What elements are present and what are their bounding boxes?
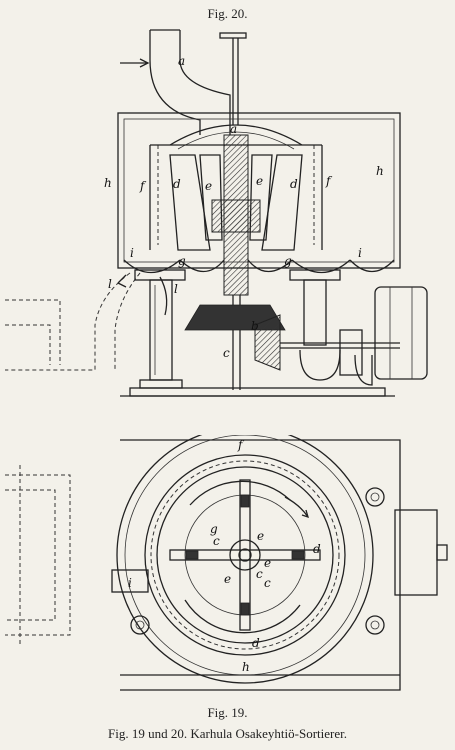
letter-e-left: e — [205, 179, 212, 193]
letter-g-right: g — [284, 254, 292, 268]
letter-g: g — [210, 522, 218, 536]
letter-i: i — [128, 576, 132, 590]
letter-e-left: e — [224, 572, 231, 586]
letter-c-lower-2: c — [264, 576, 271, 590]
letter-e-mid: e — [264, 556, 271, 570]
figure-20-drawing: a a f f h h d d e e i i g g b c l l — [5, 29, 428, 397]
letter-f-left: f — [139, 179, 147, 193]
letter-i-left: i — [130, 246, 134, 260]
letter-i-right: i — [358, 246, 362, 260]
letter-e-right: e — [256, 174, 263, 188]
figure-caption: Fig. 19 und 20. Karhula Osakeyhtiö-Sorti… — [107, 726, 347, 741]
figure-19-drawing: f g c e d e c c e i d h — [5, 435, 448, 691]
letter-c-left: c — [213, 534, 220, 548]
letter-h-left: h — [104, 176, 112, 190]
letter-e-top: e — [257, 529, 264, 543]
letter-d-right: d — [290, 177, 298, 191]
letter-c: c — [223, 346, 230, 360]
letter-f-right: f — [325, 174, 333, 188]
letter-c-lower: c — [256, 567, 263, 581]
letter-a-inlet: a — [178, 54, 185, 68]
letter-f: f — [237, 438, 245, 452]
figure-19-label: Fig. 19. — [207, 705, 248, 720]
letter-d-right: d — [313, 542, 321, 556]
letter-l-left: l — [108, 277, 112, 291]
letter-b: b — [251, 319, 259, 333]
letter-h: h — [242, 660, 250, 674]
letter-h-right: h — [376, 164, 384, 178]
letter-g-left: g — [178, 254, 186, 268]
letter-l-right: l — [174, 282, 178, 296]
letter-d-left: d — [173, 177, 181, 191]
letter-d-bottom: d — [252, 636, 260, 650]
figure-20-label: Fig. 20. — [207, 6, 248, 21]
letter-a-dome: a — [230, 122, 237, 136]
